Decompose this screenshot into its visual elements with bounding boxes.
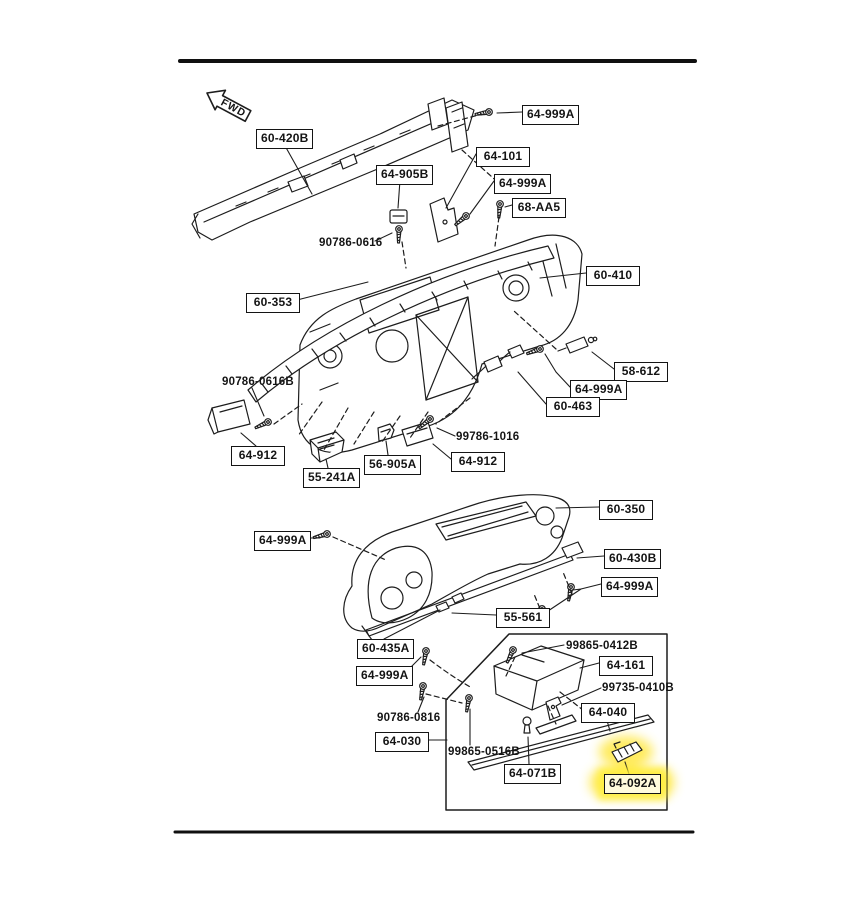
callout-64-999A: 64-999A — [494, 174, 552, 195]
part-crossmember-60-420B — [191, 97, 475, 241]
callout-60-420B: 60-420B — [256, 129, 314, 150]
callout-64-999A: 64-999A — [254, 531, 312, 552]
part-sensor-58-612 — [557, 336, 598, 354]
part-bracket-64-101 — [429, 197, 459, 243]
callout-55-561: 55-561 — [496, 608, 550, 629]
callout-60-350: 60-350 — [599, 500, 653, 521]
part-duct-64-912-left — [207, 399, 251, 435]
callout-60-353: 60-353 — [246, 293, 300, 314]
part-clip-64-071B — [522, 716, 532, 734]
callout-64-912: 64-912 — [231, 446, 285, 467]
callout-60-410: 60-410 — [586, 266, 640, 287]
part-bracket-64-912-right — [401, 421, 434, 447]
callout-99786-1016: 99786-1016 — [456, 431, 520, 443]
part-glovebox-door-64-040 — [467, 714, 655, 771]
callout-99735-0410B: 99735-0410B — [602, 682, 674, 694]
callout-55-241A: 55-241A — [303, 468, 361, 489]
glovebox-group-frame — [445, 633, 668, 811]
part-vent-55-241A — [309, 431, 345, 463]
part-hinge-64-092A — [611, 741, 643, 763]
callout-64-161: 64-161 — [599, 656, 653, 677]
part-harness-60-463 — [471, 344, 525, 380]
callout-64-092A: 64-092A — [604, 774, 662, 795]
part-clip-64-905B — [389, 209, 408, 224]
callout-64-912: 64-912 — [451, 452, 505, 473]
callout-90786-0616: 90786-0616 — [319, 237, 383, 249]
callout-60-435A: 60-435A — [357, 639, 415, 660]
part-rail-60-430B — [361, 541, 584, 641]
callout-64-999A: 64-999A — [522, 105, 580, 126]
callout-68-AA5: 68-AA5 — [512, 198, 566, 219]
callout-99865-0516B: 99865-0516B — [448, 746, 520, 758]
part-garnish-strip-60-353 — [247, 245, 555, 403]
callout-58-612: 58-612 — [614, 362, 668, 383]
part-clip-56-905A — [377, 423, 395, 442]
callout-60-463: 60-463 — [546, 397, 600, 418]
callout-64-905B: 64-905B — [376, 165, 434, 186]
callout-64-030: 64-030 — [375, 732, 429, 753]
callout-64-999A: 64-999A — [601, 577, 659, 598]
part-instrument-panel-60-410 — [297, 234, 583, 454]
callout-64-101: 64-101 — [476, 147, 530, 168]
callout-60-430B: 60-430B — [604, 549, 662, 570]
callout-64-999A: 64-999A — [356, 666, 414, 687]
callout-99865-0412B: 99865-0412B — [566, 640, 638, 652]
callout-64-040: 64-040 — [581, 703, 635, 724]
callout-90786-0816: 90786-0816 — [377, 712, 441, 724]
callout-90786-0616B: 90786-0616B — [222, 376, 294, 388]
part-latch-99735-0410B — [545, 696, 562, 721]
callout-56-905A: 56-905A — [364, 455, 422, 476]
part-dash-pad-60-350 — [343, 494, 571, 632]
callout-64-071B: 64-071B — [504, 764, 562, 785]
